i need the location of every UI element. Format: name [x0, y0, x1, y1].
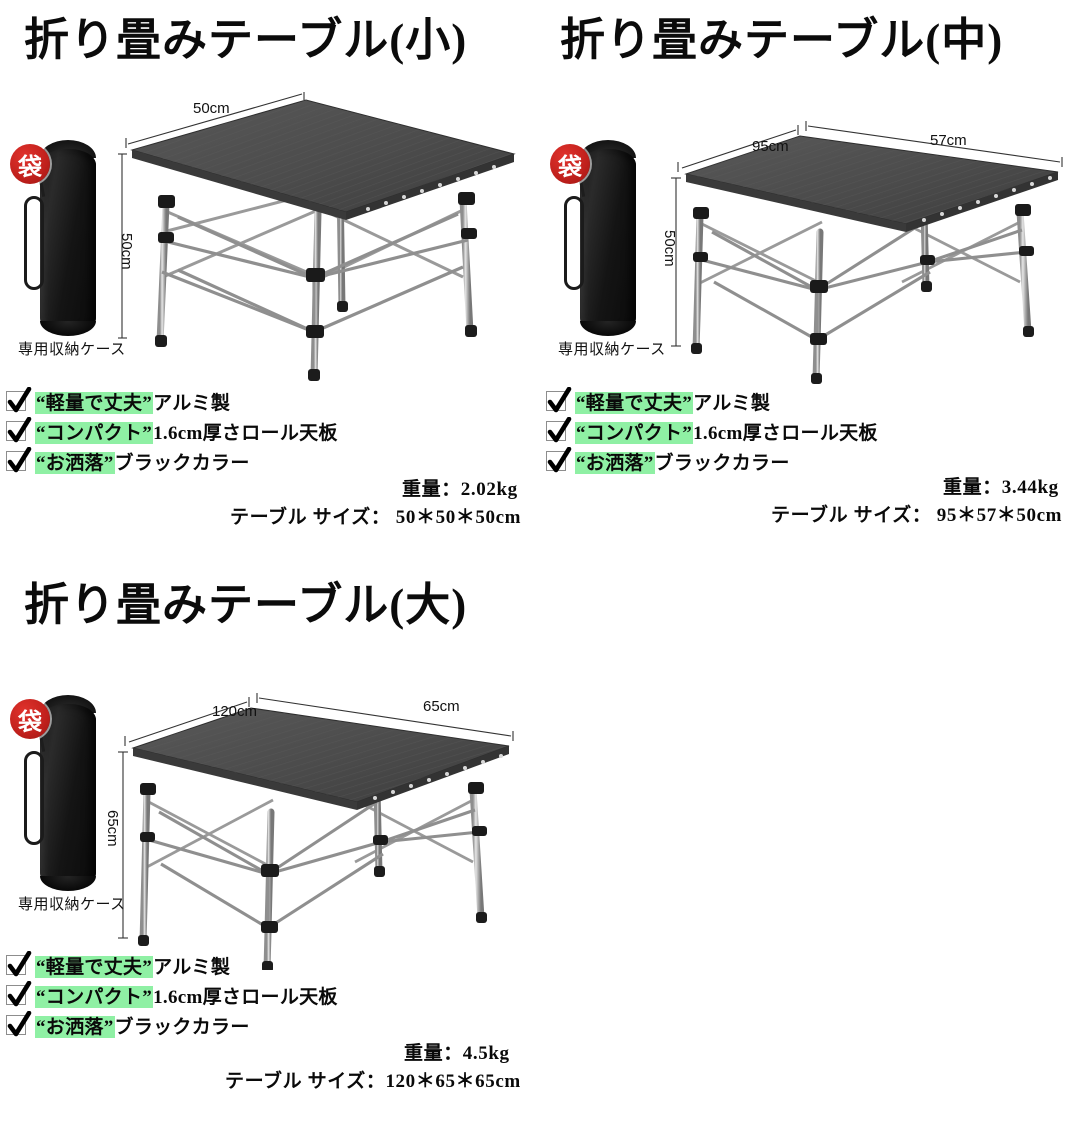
- checkbox-icon: [546, 417, 572, 443]
- feature-highlight: “軽量で丈夫”: [575, 391, 694, 414]
- panel-large: 折り畳みテーブル(大) 袋 専用収納ケース: [0, 565, 540, 1126]
- carry-bag-medium: 袋 専用収納ケース: [550, 140, 670, 370]
- feature-rest: ブラックカラー: [654, 452, 790, 474]
- feature-highlight: “軽量で丈夫”: [35, 955, 154, 978]
- panel-title-medium: 折り畳みテーブル(中): [560, 15, 1004, 65]
- bag-caption: 専用収納ケース: [18, 897, 126, 913]
- feature-item: “コンパクト”1.6cm厚さロール天板: [6, 416, 338, 446]
- checkbox-icon: [6, 417, 32, 443]
- bag-handle: [24, 751, 44, 845]
- panel-title-small: 折り畳みテーブル(小): [24, 15, 468, 65]
- dim-width-small: 50cm: [193, 100, 230, 117]
- bag-caption: 専用収納ケース: [18, 342, 126, 358]
- size-spec-medium: テーブル サイズ： 95＊57＊50cm: [771, 505, 1063, 526]
- bag-bottom-cap: [580, 321, 636, 336]
- feature-highlight: “お洒落”: [575, 451, 655, 474]
- dim-width-large: 120cm: [212, 703, 258, 720]
- checkbox-icon: [6, 387, 32, 413]
- feature-rest: 1.6cm厚さロール天板: [153, 986, 338, 1008]
- feature-highlight: “コンパクト”: [575, 421, 694, 444]
- size-spec-large: テーブル サイズ：120＊65＊65cm: [225, 1071, 521, 1092]
- dim-height-large: 65cm: [104, 810, 121, 847]
- feature-rest: ブラックカラー: [114, 452, 250, 474]
- feature-item: “軽量で丈夫”アルミ製: [6, 386, 338, 416]
- bag-bottom-cap: [40, 876, 96, 891]
- feature-highlight: “軽量で丈夫”: [35, 391, 154, 414]
- checkbox-icon: [546, 387, 572, 413]
- feature-item: “お洒落”ブラックカラー: [6, 446, 338, 476]
- feature-rest: 1.6cm厚さロール天板: [153, 422, 338, 444]
- checkbox-icon: [6, 1011, 32, 1037]
- bag-badge-icon: 袋: [10, 144, 50, 184]
- bag-badge-icon: 袋: [550, 144, 590, 184]
- dim-height-medium: 50cm: [661, 230, 678, 267]
- feature-highlight: “お洒落”: [35, 1015, 115, 1038]
- feature-rest: 1.6cm厚さロール天板: [693, 422, 878, 444]
- feature-item: “軽量で丈夫”アルミ製: [546, 386, 878, 416]
- size-spec-small: テーブル サイズ： 50＊50＊50cm: [230, 507, 522, 528]
- feature-list-small: “軽量で丈夫”アルミ製 “コンパクト”1.6cm厚さロール天板 “お洒落”ブラッ…: [6, 386, 338, 476]
- dim-depth-large: 65cm: [423, 698, 460, 715]
- bag-body: [40, 704, 96, 889]
- checkbox-icon: [6, 951, 32, 977]
- bag-body: [580, 149, 636, 334]
- dim-depth-medium: 57cm: [930, 132, 967, 149]
- feature-rest: アルミ製: [153, 392, 231, 414]
- feature-highlight: “コンパクト”: [35, 985, 154, 1008]
- bag-body: [40, 149, 96, 334]
- table-illustration-large: [118, 693, 514, 970]
- bag-caption: 専用収納ケース: [558, 342, 666, 358]
- feature-highlight: “コンパクト”: [35, 421, 154, 444]
- bag-handle: [24, 196, 44, 290]
- bag-badge-icon: 袋: [10, 699, 50, 739]
- panel-small: 折り畳みテーブル(小) 袋 専用収納ケース: [0, 0, 540, 540]
- feature-list-large: “軽量で丈夫”アルミ製 “コンパクト”1.6cm厚さロール天板 “お洒落”ブラッ…: [6, 950, 338, 1040]
- feature-rest: アルミ製: [693, 392, 771, 414]
- panel-title-large: 折り畳みテーブル(大): [24, 580, 468, 630]
- checkbox-icon: [6, 981, 32, 1007]
- checkbox-icon: [546, 447, 572, 473]
- feature-rest: ブラックカラー: [114, 1016, 250, 1038]
- panel-medium: 折り畳みテーブル(中) 袋 専用収納ケース: [540, 0, 1079, 540]
- table-illustration-medium: [671, 121, 1063, 384]
- bag-bottom-cap: [40, 321, 96, 336]
- weight-spec-medium: 重量：3.44kg: [943, 477, 1059, 498]
- carry-bag-large: 袋 専用収納ケース: [10, 695, 130, 925]
- bag-handle: [564, 196, 584, 290]
- feature-item: “お洒落”ブラックカラー: [6, 1010, 338, 1040]
- feature-rest: アルミ製: [153, 956, 231, 978]
- feature-item: “お洒落”ブラックカラー: [546, 446, 878, 476]
- checkbox-icon: [6, 447, 32, 473]
- weight-spec-large: 重量：4.5kg: [404, 1043, 510, 1064]
- dim-width-medium: 95cm: [752, 138, 789, 155]
- table-illustration-small: [118, 92, 516, 381]
- feature-item: “コンパクト”1.6cm厚さロール天板: [6, 980, 338, 1010]
- feature-item: “コンパクト”1.6cm厚さロール天板: [546, 416, 878, 446]
- dim-height-small: 50cm: [118, 233, 135, 270]
- feature-item: “軽量で丈夫”アルミ製: [6, 950, 338, 980]
- carry-bag-small: 袋 専用収納ケース: [10, 140, 130, 370]
- feature-highlight: “お洒落”: [35, 451, 115, 474]
- weight-spec-small: 重量：2.02kg: [402, 479, 518, 500]
- feature-list-medium: “軽量で丈夫”アルミ製 “コンパクト”1.6cm厚さロール天板 “お洒落”ブラッ…: [546, 386, 878, 476]
